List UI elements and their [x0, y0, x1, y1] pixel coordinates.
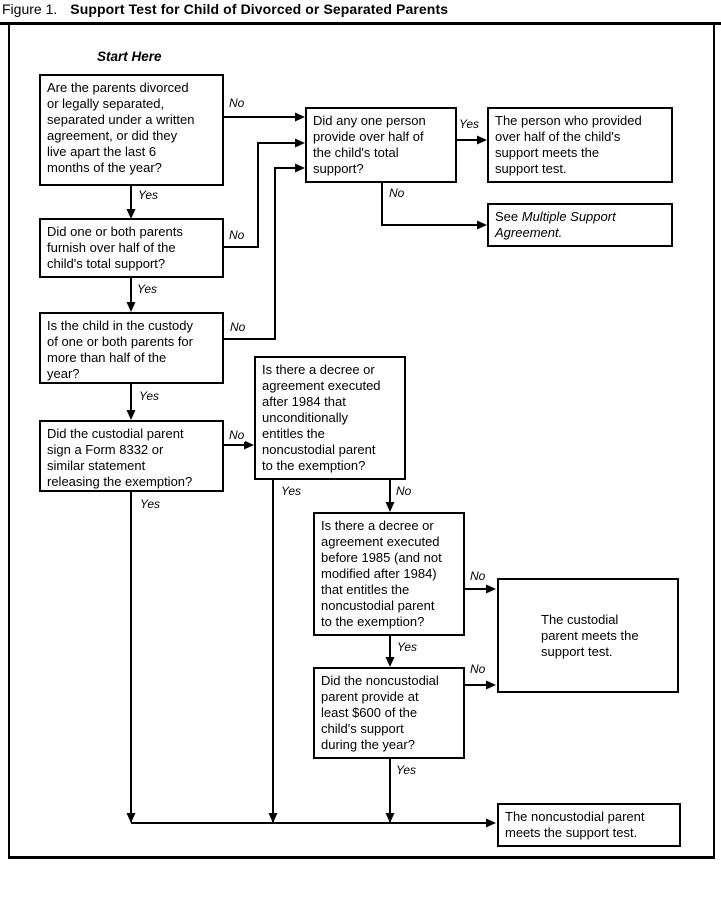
figure-number: Figure 1.	[2, 1, 58, 17]
edge-after1984-yes-down	[268, 480, 278, 823]
node-form8332-question: Did the custodial parent sign a Form 833…	[39, 420, 224, 492]
label-before1985-no: No	[469, 569, 487, 583]
label-600-yes: Yes	[395, 763, 418, 777]
figure-title-text: Support Test for Child of Divorced or Se…	[70, 1, 449, 17]
label-600-no: No	[469, 662, 487, 676]
node-multiple-support-result: See Multiple Support Agreement.	[487, 203, 673, 247]
label-parents-support-no: No	[228, 228, 246, 242]
label-custody-yes: Yes	[138, 389, 161, 403]
edge-before1985-no	[465, 584, 496, 594]
edge-form8332-yes-down	[126, 492, 136, 823]
node-custody-question: Is the child in the custody of one or bo…	[39, 312, 224, 384]
start-here-label: Start Here	[97, 49, 162, 64]
edge-600-yes-down	[385, 759, 395, 823]
edge-after1984-no	[385, 480, 395, 512]
label-form8332-no: No	[228, 428, 246, 442]
edge-parents-support-yes	[126, 278, 136, 312]
node-custodial-meets-result: The custodial parent meets the support t…	[497, 578, 679, 693]
label-form8332-yes: Yes	[139, 497, 162, 511]
edge-divorced-yes	[126, 186, 136, 219]
label-before1985-yes: Yes	[396, 640, 419, 654]
flowchart-border	[8, 25, 715, 859]
label-parents-support-yes: Yes	[136, 282, 159, 296]
label-divorced-no: No	[228, 96, 246, 110]
see-prefix: See	[495, 209, 522, 224]
label-custody-no: No	[229, 320, 247, 334]
edge-divorced-no	[224, 112, 305, 122]
edge-bottom-to-noncustodial	[131, 818, 496, 828]
node-divorced-question: Are the parents divorced or legally sepa…	[39, 74, 224, 186]
title-rule	[0, 22, 721, 25]
node-noncustodial-meets-result: The noncustodial parent meets the suppor…	[497, 803, 681, 847]
label-one-person-yes: Yes	[458, 117, 481, 131]
node-parents-support-question: Did one or both parents furnish over hal…	[39, 218, 224, 278]
label-after1984-no: No	[395, 484, 413, 498]
edge-custody-no	[224, 163, 305, 340]
node-600-support-question: Did the noncustodial parent provide at l…	[313, 667, 465, 759]
edge-one-person-no	[381, 183, 487, 230]
node-decree-after-1984-question: Is there a decree or agreement executed …	[254, 356, 406, 480]
node-decree-before-1985-question: Is there a decree or agreement executed …	[313, 512, 465, 636]
edge-before1985-yes	[385, 636, 395, 667]
figure-title: Figure 1. Support Test for Child of Divor…	[2, 1, 448, 17]
node-one-person-question: Did any one person provide over half of …	[305, 107, 457, 183]
edge-form8332-no	[224, 440, 254, 450]
edge-custody-yes	[126, 384, 136, 420]
edge-600-no	[465, 680, 496, 690]
node-person-meets-result: The person who provided over half of the…	[487, 107, 673, 183]
label-one-person-no: No	[388, 186, 406, 200]
edge-one-person-yes	[457, 135, 487, 145]
edge-parents-support-no	[224, 138, 305, 248]
multiple-support-agreement-reference: Multiple Support Agreement.	[495, 209, 616, 240]
label-divorced-yes: Yes	[137, 188, 160, 202]
label-after1984-yes: Yes	[280, 484, 303, 498]
